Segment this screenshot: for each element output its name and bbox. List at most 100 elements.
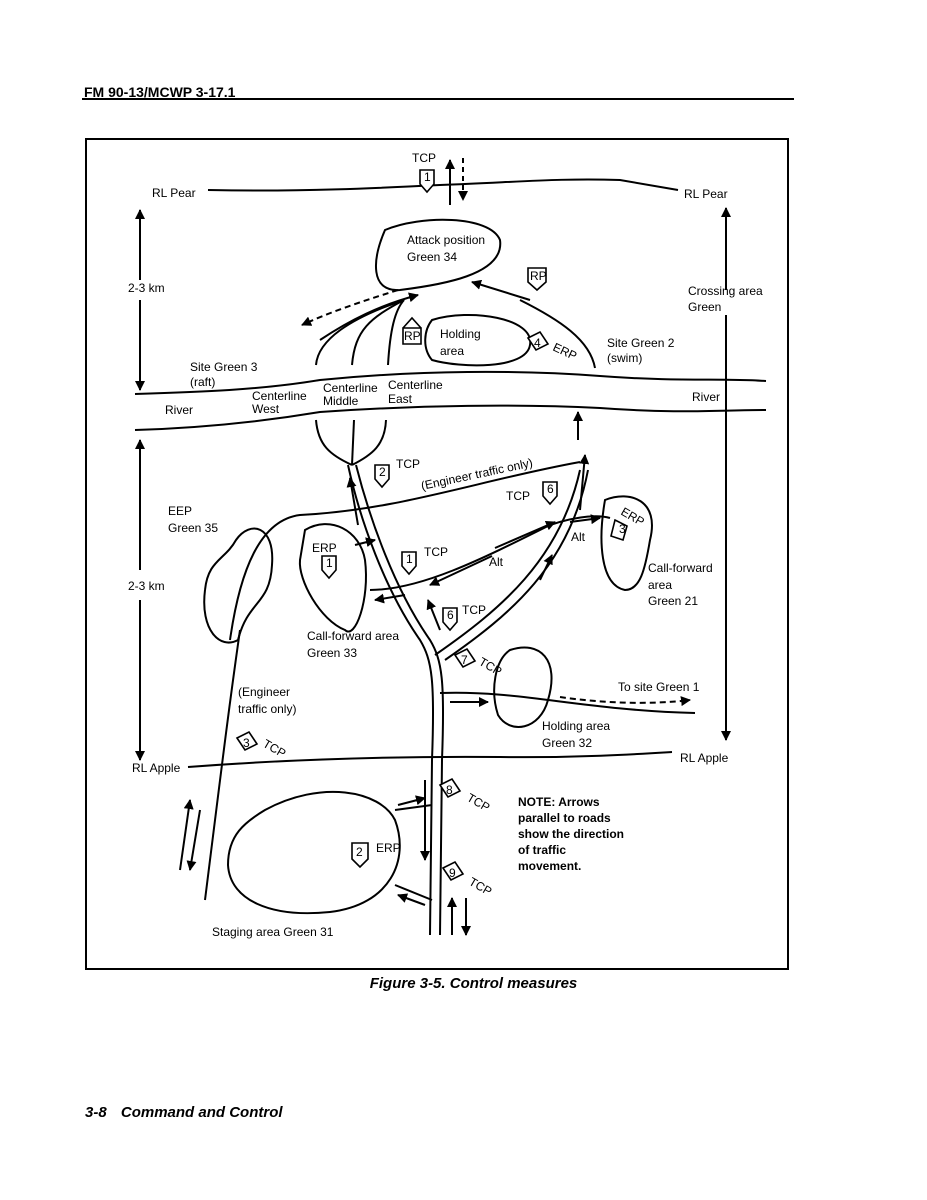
document-header: FM 90-13/MCWP 3-17.1: [84, 84, 236, 100]
arrow-main-up-2: [426, 599, 441, 631]
phase-line-rl-pear: [207, 178, 679, 192]
arrow-alt-cfa21: [569, 514, 601, 525]
staging-area-label: Staging area Green 31: [212, 925, 334, 939]
tcp-6-north-tag: TCP: [506, 489, 530, 503]
arrow-alt-west: [429, 555, 493, 586]
road-engineer-traffic: [229, 461, 581, 641]
erp-4-symbol: [526, 330, 550, 352]
road-rp-route: [519, 299, 596, 369]
distance-upper-label: 2-3 km: [128, 281, 165, 295]
centerline-east-label-2: East: [388, 392, 413, 406]
erp-2-number: 2: [356, 845, 363, 859]
rp-mid-label: RP: [404, 329, 421, 343]
river-south-bank: [134, 404, 767, 431]
holding32-label-1: Holding area: [542, 719, 610, 733]
tcp-1-mid-number: 1: [406, 552, 413, 566]
river-west-label: River: [165, 403, 193, 417]
phase-line-rl-apple: [187, 751, 673, 768]
road-east-branch: [434, 469, 581, 656]
chapter-title: Command and Control: [120, 1104, 283, 1121]
road-centerline-east: [351, 419, 387, 466]
arrow-east-up: [539, 554, 553, 581]
alt-label-west: Alt: [489, 555, 504, 569]
road-farside-west: [315, 299, 405, 366]
page-footer: 3-8 Command and Control: [85, 1104, 283, 1121]
road-farside-middle: [351, 299, 405, 366]
tcp-7-symbol: [453, 647, 477, 669]
tcp-2-symbol: [374, 464, 390, 489]
area-cfa-green33: [298, 523, 367, 633]
note-line-2: parallel to roads: [518, 811, 611, 825]
tcp-6-south-number: 6: [447, 608, 454, 622]
erp-1-symbol: [321, 555, 337, 580]
holding-area-label-2: area: [440, 344, 464, 358]
tcp-8-symbol: [438, 777, 462, 799]
arrow-rp-to-attack: [471, 279, 531, 301]
eep-label-1: EEP: [168, 504, 192, 518]
centerline-middle-label-1: Centerline: [323, 381, 378, 395]
area-cfa-green21: [600, 495, 653, 592]
crossing-area-label-1: Crossing area: [688, 284, 763, 298]
road-main-west: [347, 464, 435, 936]
arrow-alt-east: [494, 520, 556, 549]
tcp-6-north-number: 6: [547, 482, 554, 496]
arrow-west-up: [179, 799, 194, 871]
tcp-7-tag: TCP: [477, 654, 505, 678]
rp-top-symbol: [527, 267, 547, 292]
cfa21-label-1: Call-forward: [648, 561, 713, 575]
holding32-label-2: Green 32: [542, 736, 592, 750]
centerline-middle-label-2: Middle: [323, 394, 359, 408]
eep-label-2: Green 35: [168, 521, 218, 535]
distance-lower-label: 2-3 km: [128, 579, 165, 593]
arrow-staging-in: [397, 795, 426, 806]
road-staging-south: [394, 884, 433, 901]
area-holding-green32: [493, 646, 553, 728]
holding-area-label-1: Holding: [440, 327, 481, 341]
centerline-west-label-1: Centerline: [252, 389, 307, 403]
river-east-label: River: [692, 390, 720, 404]
road-main-east: [355, 464, 445, 936]
tcp-9-symbol: [441, 860, 465, 882]
figure-frame: [85, 138, 789, 970]
area-eep-green35: [203, 527, 274, 644]
tcp-1-mid-tag: TCP: [424, 545, 448, 559]
erp-4-tag: ERP: [551, 340, 579, 363]
rl-apple-west-label: RL Apple: [132, 761, 181, 775]
site-green3-label-2: (raft): [190, 375, 215, 389]
tcp-6-north-symbol: [542, 481, 558, 506]
to-site-green1-label: To site Green 1: [618, 680, 700, 694]
note-line-1: NOTE: Arrows: [518, 795, 600, 809]
centerline-west-label-2: West: [252, 402, 280, 416]
tcp-1-mid-symbol: [401, 551, 417, 576]
site-green2-label-1: Site Green 2: [607, 336, 675, 350]
tcp-7-number: 7: [461, 653, 468, 667]
site-green2-label-2: (swim): [607, 351, 642, 365]
cfa33-label-1: Call-forward area: [307, 629, 399, 643]
header-rule: [82, 98, 794, 100]
tcp-9-tag: TCP: [467, 874, 495, 898]
attack-position-label-1: Attack position: [407, 233, 485, 247]
rl-pear-east-label: RL Pear: [684, 187, 728, 201]
rl-apple-east-label: RL Apple: [680, 751, 729, 765]
river-north-bank: [134, 370, 767, 395]
tcp-3-number: 3: [243, 736, 250, 750]
site-green3-label-1: Site Green 3: [190, 360, 258, 374]
tcp-8-tag: TCP: [465, 790, 493, 814]
tcp-6-south-symbol: [442, 607, 458, 632]
road-farside-east: [387, 299, 405, 366]
page-number: 3-8: [85, 1104, 107, 1121]
arrow-cfa33-in: [354, 537, 376, 548]
tcp-2-tag: TCP: [396, 457, 420, 471]
erp-3-number: 3: [619, 522, 626, 536]
arrow-engineer-up: [579, 454, 590, 511]
road-staging-north: [394, 804, 433, 811]
tcp-1-top-number: 1: [424, 170, 431, 184]
cfa21-label-3: Green 21: [648, 594, 698, 608]
tcp-8-number: 8: [446, 783, 453, 797]
tcp-9-number: 9: [449, 866, 456, 880]
alt-label-east: Alt: [571, 530, 586, 544]
tcp-1-top-tag: TCP: [412, 151, 436, 165]
road-centerline-west: [315, 419, 353, 466]
erp-2-symbol: [351, 842, 369, 869]
